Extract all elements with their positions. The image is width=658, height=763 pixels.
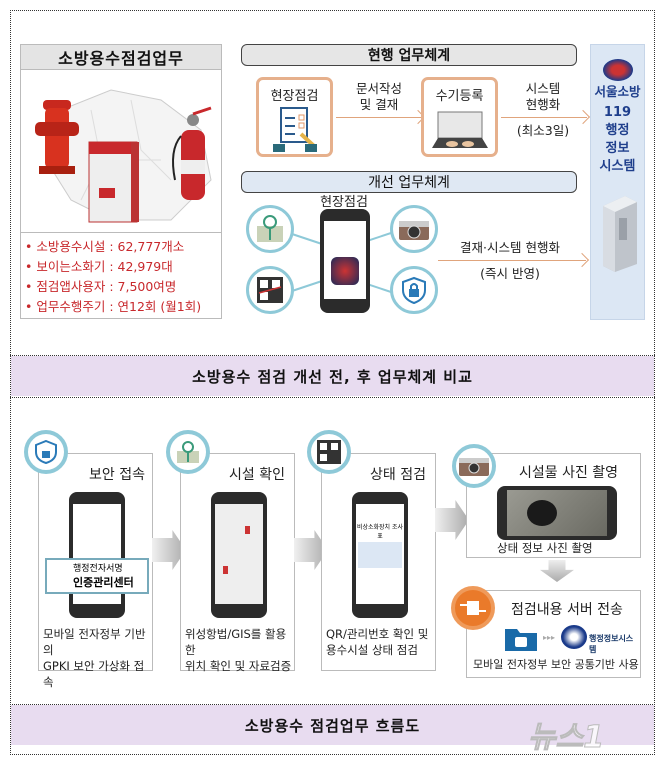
step-title: 시설물 사진 촬영 [519, 465, 619, 481]
shield-lock-icon [24, 430, 68, 474]
stat-item: 보이는소화기 : 42,979대 [25, 257, 221, 277]
current-system-header: 현행 업무체계 [241, 44, 577, 66]
119-logo-icon [602, 59, 633, 81]
card-title: 소방용수점검업무 [21, 45, 221, 70]
step-server-transfer: 점검내용 서버 전송 ▸▸▸ 행정정보시스템 모바일 전자정부 보안 공통기반 … [466, 590, 641, 678]
camera-icon [390, 205, 438, 253]
119-logo-icon [561, 625, 587, 649]
phone-photo-mockup [497, 486, 617, 540]
checklist-icon [273, 107, 317, 152]
qr-code-icon [307, 430, 351, 474]
fire-box-icon [88, 141, 139, 223]
connector-lines [279, 229, 401, 296]
arrow-note: (즉시 반영) [480, 266, 540, 281]
news1-watermark: 뉴스1 [527, 720, 605, 756]
step-manual-entry-box: 수기등록 [421, 77, 498, 157]
stat-item: 점검앱사용자 : 7,500여명 [25, 277, 221, 297]
step-label: 현장점검 [270, 89, 319, 104]
map-pin-icon [246, 205, 294, 253]
phone-form-mockup: 비상소화장치 조사표 [352, 492, 408, 618]
step-title: 보안 접속 [89, 467, 145, 483]
laptop-icon [432, 111, 488, 148]
secure-folder-icon [505, 629, 537, 651]
hydrant-extinguisher-illustration [21, 70, 221, 233]
inspection-summary-card: 소방용수점검업무 소방용수시설 : 62,777개소 보이는소화기 : 42,9… [20, 44, 222, 319]
flow-caption: 소방용수 점검업무 흐름도 [11, 705, 654, 745]
fire-hydrant-icon [35, 100, 79, 174]
step-title: 점검내용 서버 전송 [511, 602, 623, 618]
stats-list: 소방용수시설 : 62,777개소 보이는소화기 : 42,979대 점검앱사용… [21, 233, 221, 317]
brand-label: 서울소방 [594, 84, 641, 99]
camera-icon [452, 444, 496, 488]
flow-arrow [438, 260, 586, 261]
comparison-caption: 소방용수 점검 개선 전, 후 업무체계 비교 [11, 356, 654, 396]
step-desc: 상태 정보 사진 촬영 [497, 541, 593, 555]
arrow-label: 결재·시스템 현행화 [460, 240, 560, 255]
arrow-note: (최소3일) [516, 123, 570, 138]
step-photo-capture: 시설물 사진 촬영 상태 정보 사진 촬영 [466, 453, 641, 558]
step-field-inspection-box: 현장점검 [256, 77, 333, 157]
fire-extinguisher-icon [172, 106, 212, 200]
shield-lock-icon [390, 266, 438, 314]
seoul-119-admin-system-panel: 서울소방 119 행정 정보 시스템 [590, 44, 645, 320]
outer-frame [10, 10, 655, 755]
smartphone-app-mockup [320, 209, 370, 313]
transfer-icon [451, 586, 495, 630]
stat-item: 소방용수시설 : 62,777개소 [25, 237, 221, 257]
server-icon [603, 196, 637, 272]
target-system-label: 행정정보시스템 [589, 634, 634, 654]
step-title: 시설 확인 [229, 467, 285, 483]
step-label: 수기등록 [435, 89, 484, 104]
phone-map-mockup [211, 492, 267, 618]
qr-code-icon [246, 266, 294, 314]
flow-arrow [336, 117, 422, 118]
flow-arrow [501, 117, 587, 118]
map-pin-icon [166, 430, 210, 474]
step-desc: 모바일 전자정부 보안 공통기반 사용 [473, 658, 639, 671]
step-title: 상태 점검 [370, 467, 426, 483]
improved-system-header: 개선 업무체계 [241, 171, 577, 193]
phone-mockup [69, 492, 125, 618]
center-label: 현장점검 [320, 195, 368, 210]
stat-item: 업무수행주기 : 연12회 (월1회) [25, 297, 221, 317]
